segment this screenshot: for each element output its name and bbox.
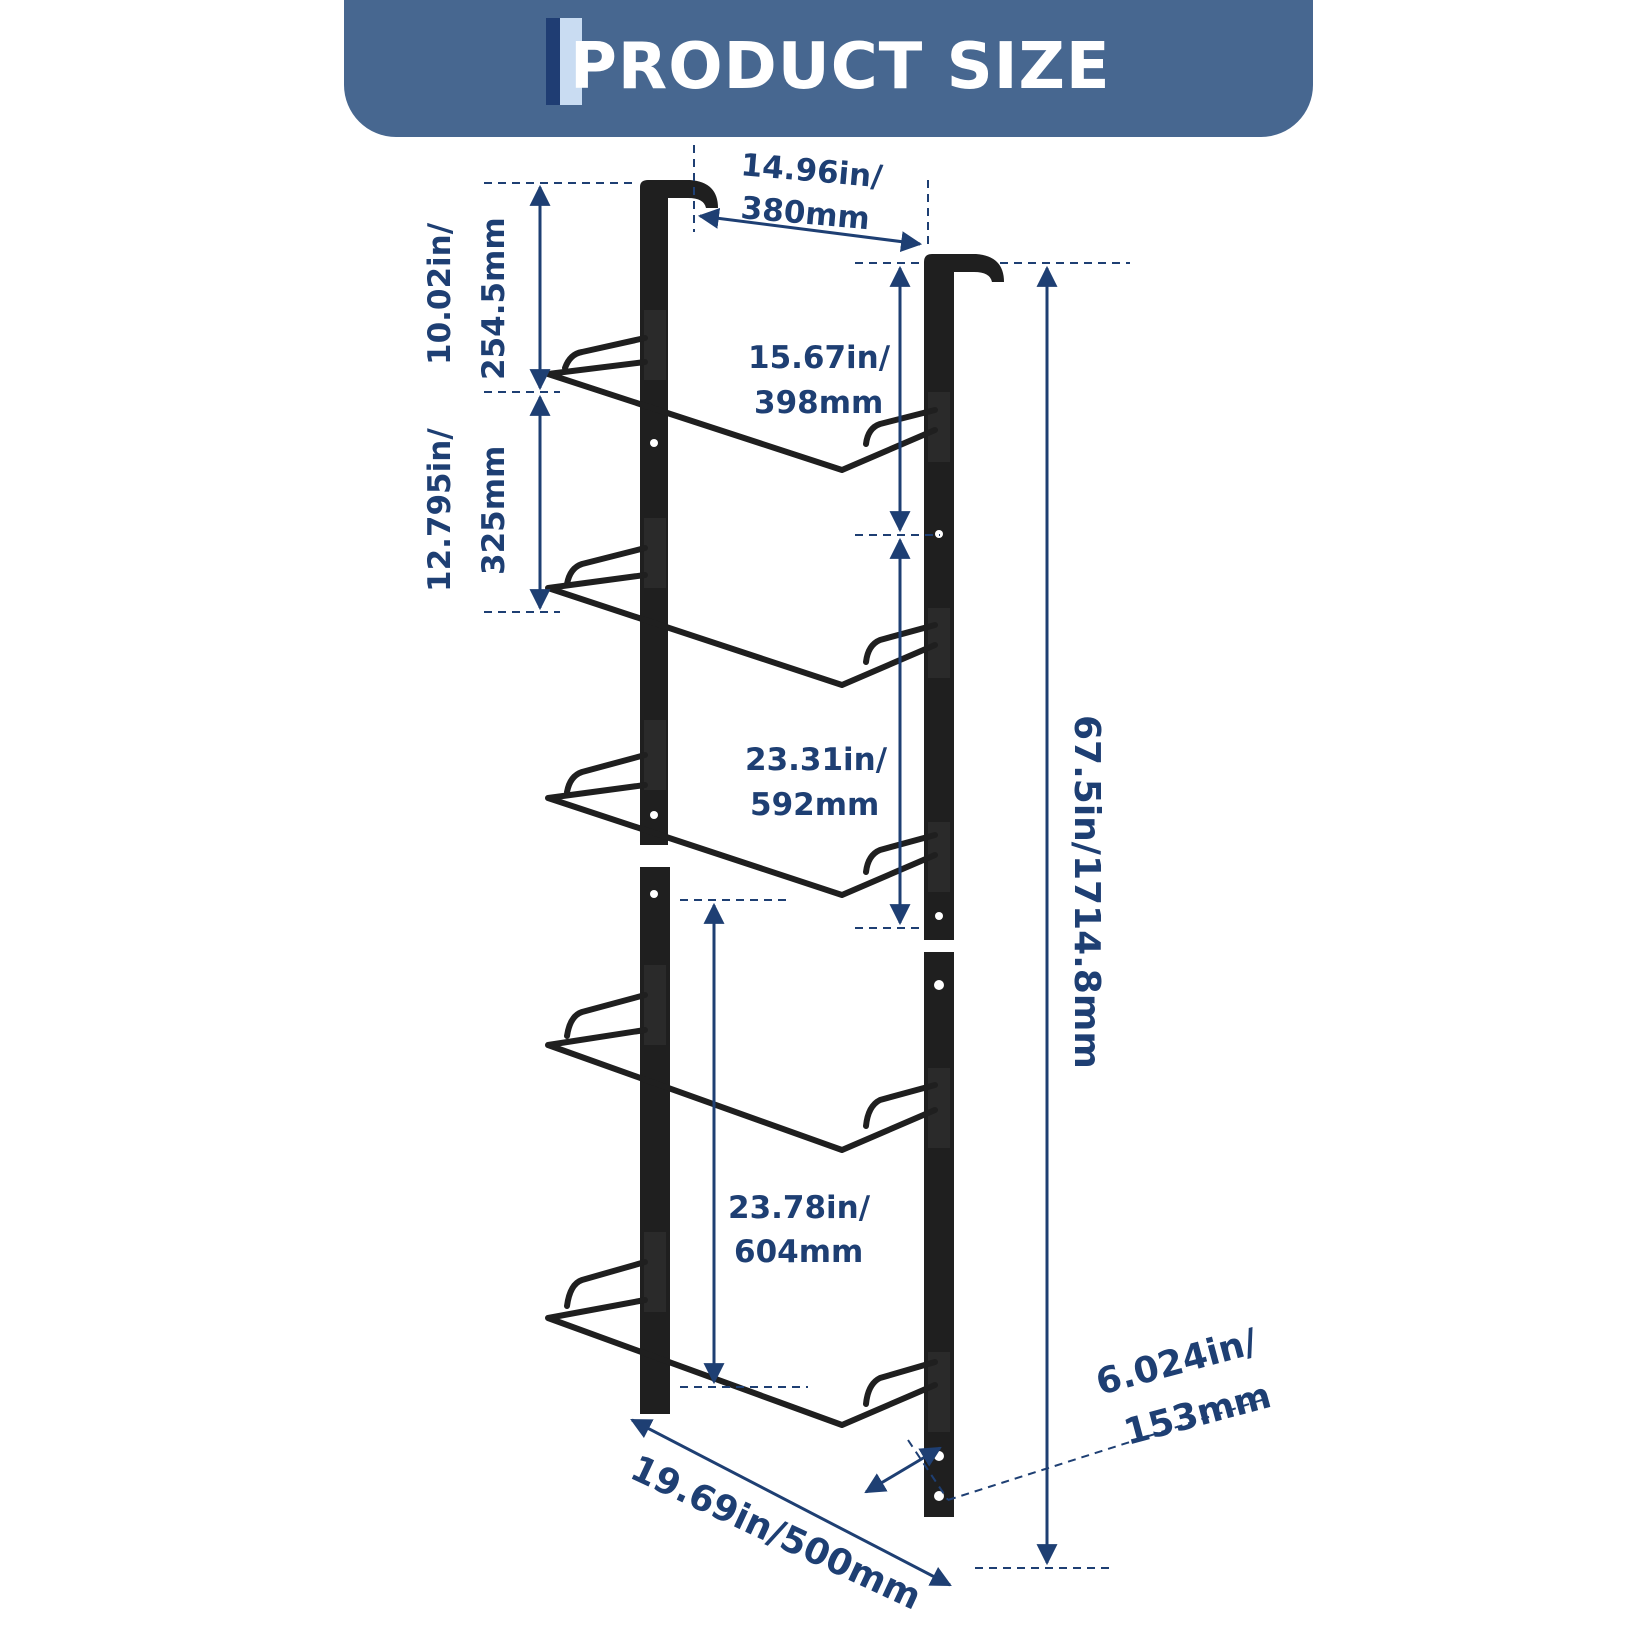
header-banner: PRODUCT SIZE: [344, 0, 1313, 137]
right-rail-lower: [924, 952, 954, 1517]
top-spacing-label-line1: 10.02in/: [422, 222, 458, 365]
rail-spacing-label-line1: 14.96in/: [739, 147, 884, 195]
top-spacing-label-line2: 254.5mm: [476, 217, 512, 380]
upper-rail-gap-label-line1: 15.67in/: [748, 340, 891, 376]
lower-section-label-line1: 23.78in/: [728, 1190, 871, 1226]
rack-shelf-3: [545, 752, 938, 898]
lower-section-label-line2: 604mm: [734, 1234, 863, 1270]
left-rail-lower: [640, 867, 670, 1414]
upper-section-label-line2: 592mm: [750, 787, 879, 823]
second-spacing-label-line1: 12.795in/: [422, 428, 458, 592]
rack-shelf-5: [545, 1259, 938, 1428]
rack-shelf-4: [545, 992, 938, 1153]
second-spacing-label-line2: 325mm: [476, 446, 512, 575]
upper-section-label-line1: 23.31in/: [745, 742, 888, 778]
total-height-label: 67.5in/1714.8mm: [1066, 715, 1107, 1069]
rack-shelf-2: [545, 545, 938, 688]
rack-shelves: [545, 335, 938, 1428]
page-title: PRODUCT SIZE: [570, 30, 1111, 104]
rail-spacing-label-line2: 380mm: [739, 190, 871, 237]
upper-rail-gap-label-line2: 398mm: [754, 385, 883, 421]
width-label: 19.69in/500mm: [624, 1448, 927, 1618]
rack-shelf-1: [545, 335, 938, 473]
left-rail-brackets: [644, 310, 666, 1312]
banner-accent-light: [560, 18, 582, 105]
wall-rack-illustration: [545, 180, 1004, 1517]
banner-accent-dark: [546, 18, 560, 105]
dimension-lines: [484, 145, 1269, 1587]
